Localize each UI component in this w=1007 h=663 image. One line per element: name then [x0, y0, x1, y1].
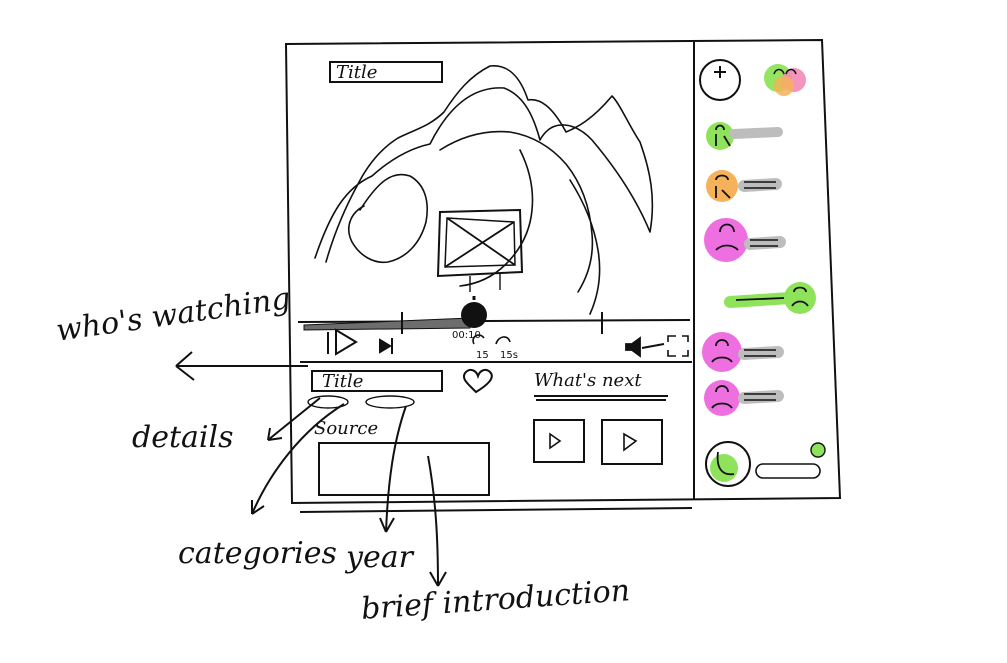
annotation-arrow-brief-intro	[427, 455, 447, 587]
whats-next-title: What's next	[534, 370, 642, 391]
whats-next-underline	[534, 395, 668, 401]
viewer-row[interactable]	[704, 218, 786, 262]
chat-icon[interactable]	[705, 441, 751, 487]
viewer-row[interactable]	[706, 122, 783, 150]
rewind-label: 15	[476, 350, 489, 361]
skip-next-icon[interactable]	[379, 338, 393, 354]
main-bottom-line	[299, 507, 693, 513]
annotation-details: details	[132, 420, 234, 455]
seek-bar[interactable]	[297, 319, 691, 323]
seek-playhead[interactable]	[461, 302, 487, 328]
play-icon	[549, 432, 562, 450]
details-source: Source	[314, 418, 379, 439]
viewer-row[interactable]	[704, 380, 784, 416]
forward-icon[interactable]	[495, 336, 511, 345]
send-icon[interactable]	[810, 442, 826, 458]
fullscreen-icon[interactable]	[667, 335, 689, 357]
player-title-box	[329, 61, 443, 83]
seek-progress	[303, 317, 471, 331]
app-window-frame	[284, 38, 842, 505]
brief-intro-box	[318, 442, 490, 496]
volume-slider[interactable]	[641, 343, 665, 349]
add-user-icon[interactable]	[699, 59, 741, 101]
rewind-icon[interactable]	[472, 334, 485, 345]
video-scribble	[314, 65, 654, 315]
next-video-thumb[interactable]	[601, 419, 663, 465]
heart-icon[interactable]	[462, 368, 493, 394]
annotation-arrow-year	[379, 405, 407, 533]
category-chip[interactable]	[307, 395, 349, 409]
player-title: Title	[336, 62, 378, 83]
annotation-arrow-categories	[251, 403, 345, 515]
details-title-box	[311, 370, 443, 392]
next-video-thumb[interactable]	[533, 419, 585, 463]
play-icon	[623, 432, 638, 452]
annotation-arrow-details	[267, 397, 321, 441]
video-thumbnail-icon	[436, 208, 524, 292]
annotation-year: year	[346, 540, 413, 575]
forward-label: 15s	[500, 350, 518, 361]
category-chip[interactable]	[365, 395, 415, 409]
annotation-categories: categories	[178, 536, 337, 571]
viewer-row-self[interactable]	[724, 282, 816, 314]
details-title: Title	[322, 371, 364, 392]
viewer-row[interactable]	[706, 170, 782, 202]
annotation-arrow-whos-watching	[175, 351, 308, 381]
group-icon[interactable]	[764, 64, 806, 96]
viewer-row[interactable]	[702, 332, 784, 372]
playback-timestamp: 00:10	[452, 330, 481, 341]
add-user-plus	[714, 66, 726, 78]
volume-icon[interactable]	[625, 336, 641, 358]
chat-input[interactable]	[755, 463, 821, 479]
play-icon[interactable]	[335, 328, 358, 356]
